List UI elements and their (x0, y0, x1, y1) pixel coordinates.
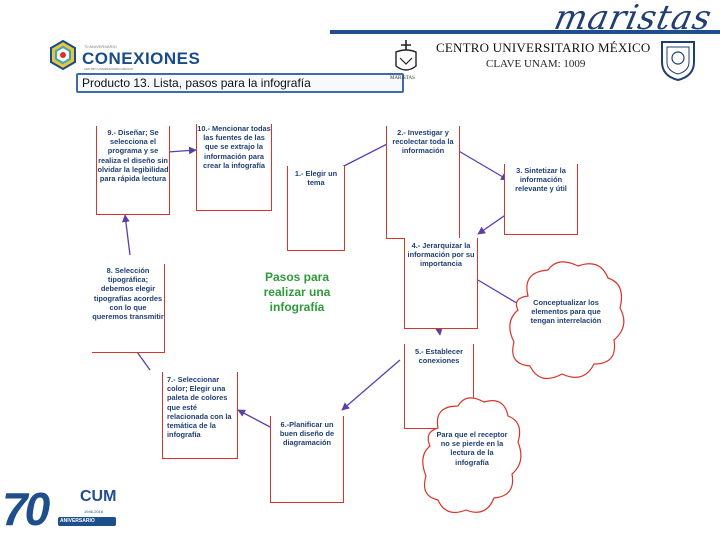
step-10-box: 10.- Mencionar todas las fuentes de las … (196, 124, 272, 211)
cloud-1-text: Conceptualizar los elementos para que te… (530, 298, 602, 326)
anniversary-badge-text: ANIVERSARIO (60, 518, 95, 524)
header-band (0, 0, 720, 34)
step-1-text: 1.- Elegir un tema (294, 169, 338, 188)
step-4-box: 4.- Jerarquizar la información por su im… (404, 238, 478, 329)
maristas-crest-icon (395, 40, 417, 71)
step-8-box: 8. Selección tipográfica; debemos elegir… (92, 264, 165, 353)
cloud-1-shape (509, 261, 625, 380)
step-2-box: 2.- Investigar y recolectar toda la info… (386, 126, 460, 239)
step-8-text: 8. Selección tipográfica; debemos elegir… (92, 266, 164, 322)
step-2-text: 2.- Investigar y recolectar toda la info… (392, 128, 454, 156)
page-title: Producto 13. Lista, pasos para la infogr… (76, 73, 404, 93)
arrow-5-to-6 (341, 359, 401, 411)
step-6-box: 6.-Planificar un buen diseño de diagrama… (270, 416, 344, 503)
logo-small-text: 70 ANIVERSARIO (84, 44, 117, 49)
step-7-box: 7.- Seleccionar color; Elegir una paleta… (162, 372, 238, 459)
cum-mark: CUM (80, 488, 117, 505)
step-5-text: 5.- Establecer conexiones (414, 347, 464, 366)
institution-code: CLAVE UNAM: 1009 (486, 58, 586, 70)
step-3-text: 3. Sintetizar la información relevante y… (515, 166, 567, 194)
logo-tagline: CENTRO UNIVERSITARIO MÉXICO (84, 67, 134, 71)
unam-shield-icon (661, 41, 695, 82)
anniversary-number: 70 (2, 483, 50, 535)
conexiones-logo-icon (50, 40, 76, 70)
diagram-center-title: Pasos para realizar una infografía (263, 270, 331, 314)
arrow-9-to-10 (167, 146, 197, 155)
cloud-2-shape (422, 397, 522, 513)
step-9-text: 9.- Diseñar; Se selecciona el programa y… (97, 128, 169, 184)
step-1-box: 1.- Elegir un tema (287, 166, 345, 251)
anniversary-years: 1946-2016 (84, 509, 104, 514)
arrow-8-to-9 (122, 214, 131, 256)
step-4-text: 4.- Jerarquizar la información por su im… (407, 241, 475, 269)
step-3-box: 3. Sintetizar la información relevante y… (504, 164, 578, 235)
arrow-6-to-7 (237, 409, 273, 429)
arrow-1-to-2 (339, 139, 396, 169)
crest-caption: MARISTAS (390, 76, 415, 81)
institution-name: CENTRO UNIVERSITARIO MÉXICO (436, 40, 651, 55)
header-rule (330, 30, 720, 34)
step-7-text: 7.- Seleccionar color; Elegir una paleta… (167, 375, 232, 440)
step-10-text: 10.- Mencionar todas las fuentes de las … (197, 124, 271, 170)
step-6-text: 6.-Planificar un buen diseño de diagrama… (279, 420, 335, 448)
anniversary-badge (58, 517, 116, 526)
logo-name: CONEXIONES (82, 49, 201, 68)
cloud-2-text: Para que el receptor no se pierde en la … (436, 430, 508, 467)
step-9-box: 9.- Diseñar; Se selecciona el programa y… (96, 126, 170, 215)
arrow-2-to-3 (456, 149, 509, 181)
